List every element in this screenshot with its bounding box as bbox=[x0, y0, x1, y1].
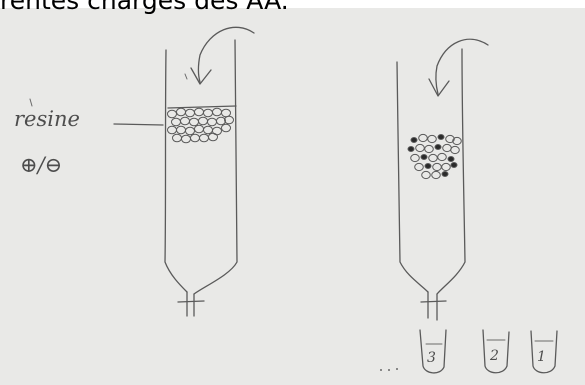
resin-bead bbox=[168, 110, 177, 118]
dark-particle bbox=[451, 163, 457, 168]
left-arrow-head bbox=[191, 68, 211, 84]
resin-bead bbox=[451, 146, 460, 153]
resin-bead bbox=[429, 154, 438, 161]
dark-particle bbox=[438, 135, 444, 140]
resin-bead bbox=[415, 163, 424, 170]
right-column bbox=[397, 49, 465, 320]
dark-particle bbox=[425, 164, 431, 169]
resin-bead bbox=[208, 118, 217, 126]
left-column-mark bbox=[185, 74, 187, 79]
resin-bead bbox=[200, 134, 209, 142]
left-column-left-wall bbox=[165, 50, 187, 292]
dark-particle bbox=[448, 157, 454, 162]
left-column-stopcock bbox=[178, 301, 204, 302]
resin-bead bbox=[428, 135, 437, 142]
resin-bead bbox=[443, 144, 452, 151]
collection-tubes: 3 2 1 bbox=[380, 330, 557, 373]
left-arrow-shaft bbox=[199, 27, 255, 82]
resin-label-group: resine ⊕/⊖ bbox=[14, 99, 163, 177]
collection-tube-1: 1 bbox=[531, 331, 557, 373]
resin-bead bbox=[173, 134, 182, 142]
resin-bead bbox=[195, 125, 204, 133]
resin-bead bbox=[177, 108, 186, 116]
resin-accent-mark bbox=[30, 99, 32, 106]
resin-bead bbox=[419, 134, 428, 141]
resin-bead bbox=[199, 117, 208, 125]
resin-bead bbox=[186, 109, 195, 117]
resin-bead bbox=[425, 145, 434, 152]
left-pour-arrow bbox=[191, 27, 254, 84]
collection-tube-3: 3 bbox=[420, 330, 446, 373]
resin-bead bbox=[168, 126, 177, 134]
right-column-stopcock bbox=[421, 301, 446, 302]
resin-bead bbox=[204, 109, 213, 117]
resin-bead bbox=[438, 153, 447, 160]
left-column-right-wall bbox=[194, 40, 237, 294]
left-column-resin-surface bbox=[168, 106, 236, 108]
resin-bead bbox=[411, 154, 420, 161]
right-resin-beads bbox=[408, 134, 461, 178]
right-arrow-head bbox=[429, 79, 449, 96]
resin-bead bbox=[422, 171, 431, 178]
resin-leader-line bbox=[114, 124, 163, 125]
resin-bead bbox=[209, 133, 218, 141]
resin-bead bbox=[222, 124, 231, 132]
resin-bead bbox=[191, 134, 200, 142]
dark-particle bbox=[411, 138, 417, 143]
resin-bead bbox=[186, 127, 195, 135]
right-column-left-wall bbox=[397, 62, 428, 292]
resin-bead bbox=[181, 117, 190, 125]
right-pour-arrow bbox=[429, 39, 488, 96]
left-resin-beads bbox=[168, 108, 234, 143]
resin-bead bbox=[442, 163, 451, 170]
dark-particle bbox=[408, 147, 414, 152]
collection-tube-2: 2 bbox=[483, 330, 509, 373]
resin-bead bbox=[433, 163, 442, 170]
resin-bead bbox=[190, 118, 199, 126]
ellipsis-dots bbox=[380, 368, 398, 371]
resin-bead bbox=[222, 109, 231, 117]
resin-bead bbox=[172, 118, 181, 126]
tube-2-number: 2 bbox=[489, 348, 499, 364]
tube-1-number: 1 bbox=[537, 349, 546, 365]
dark-particle bbox=[435, 145, 441, 150]
resin-bead bbox=[182, 135, 191, 143]
resin-bead bbox=[177, 126, 186, 134]
resin-bead bbox=[213, 108, 222, 116]
resin-bead bbox=[432, 171, 441, 178]
resin-label: resine bbox=[14, 107, 80, 131]
right-column-right-wall bbox=[437, 49, 465, 294]
left-column bbox=[165, 40, 237, 316]
tube-3-number: 3 bbox=[427, 350, 436, 366]
resin-bead bbox=[195, 108, 204, 116]
resin-bead bbox=[416, 144, 425, 151]
dark-particle bbox=[442, 172, 448, 177]
charge-symbols-label: ⊕/⊖ bbox=[20, 153, 62, 177]
dark-particle bbox=[421, 155, 427, 160]
resin-bead bbox=[204, 126, 213, 134]
